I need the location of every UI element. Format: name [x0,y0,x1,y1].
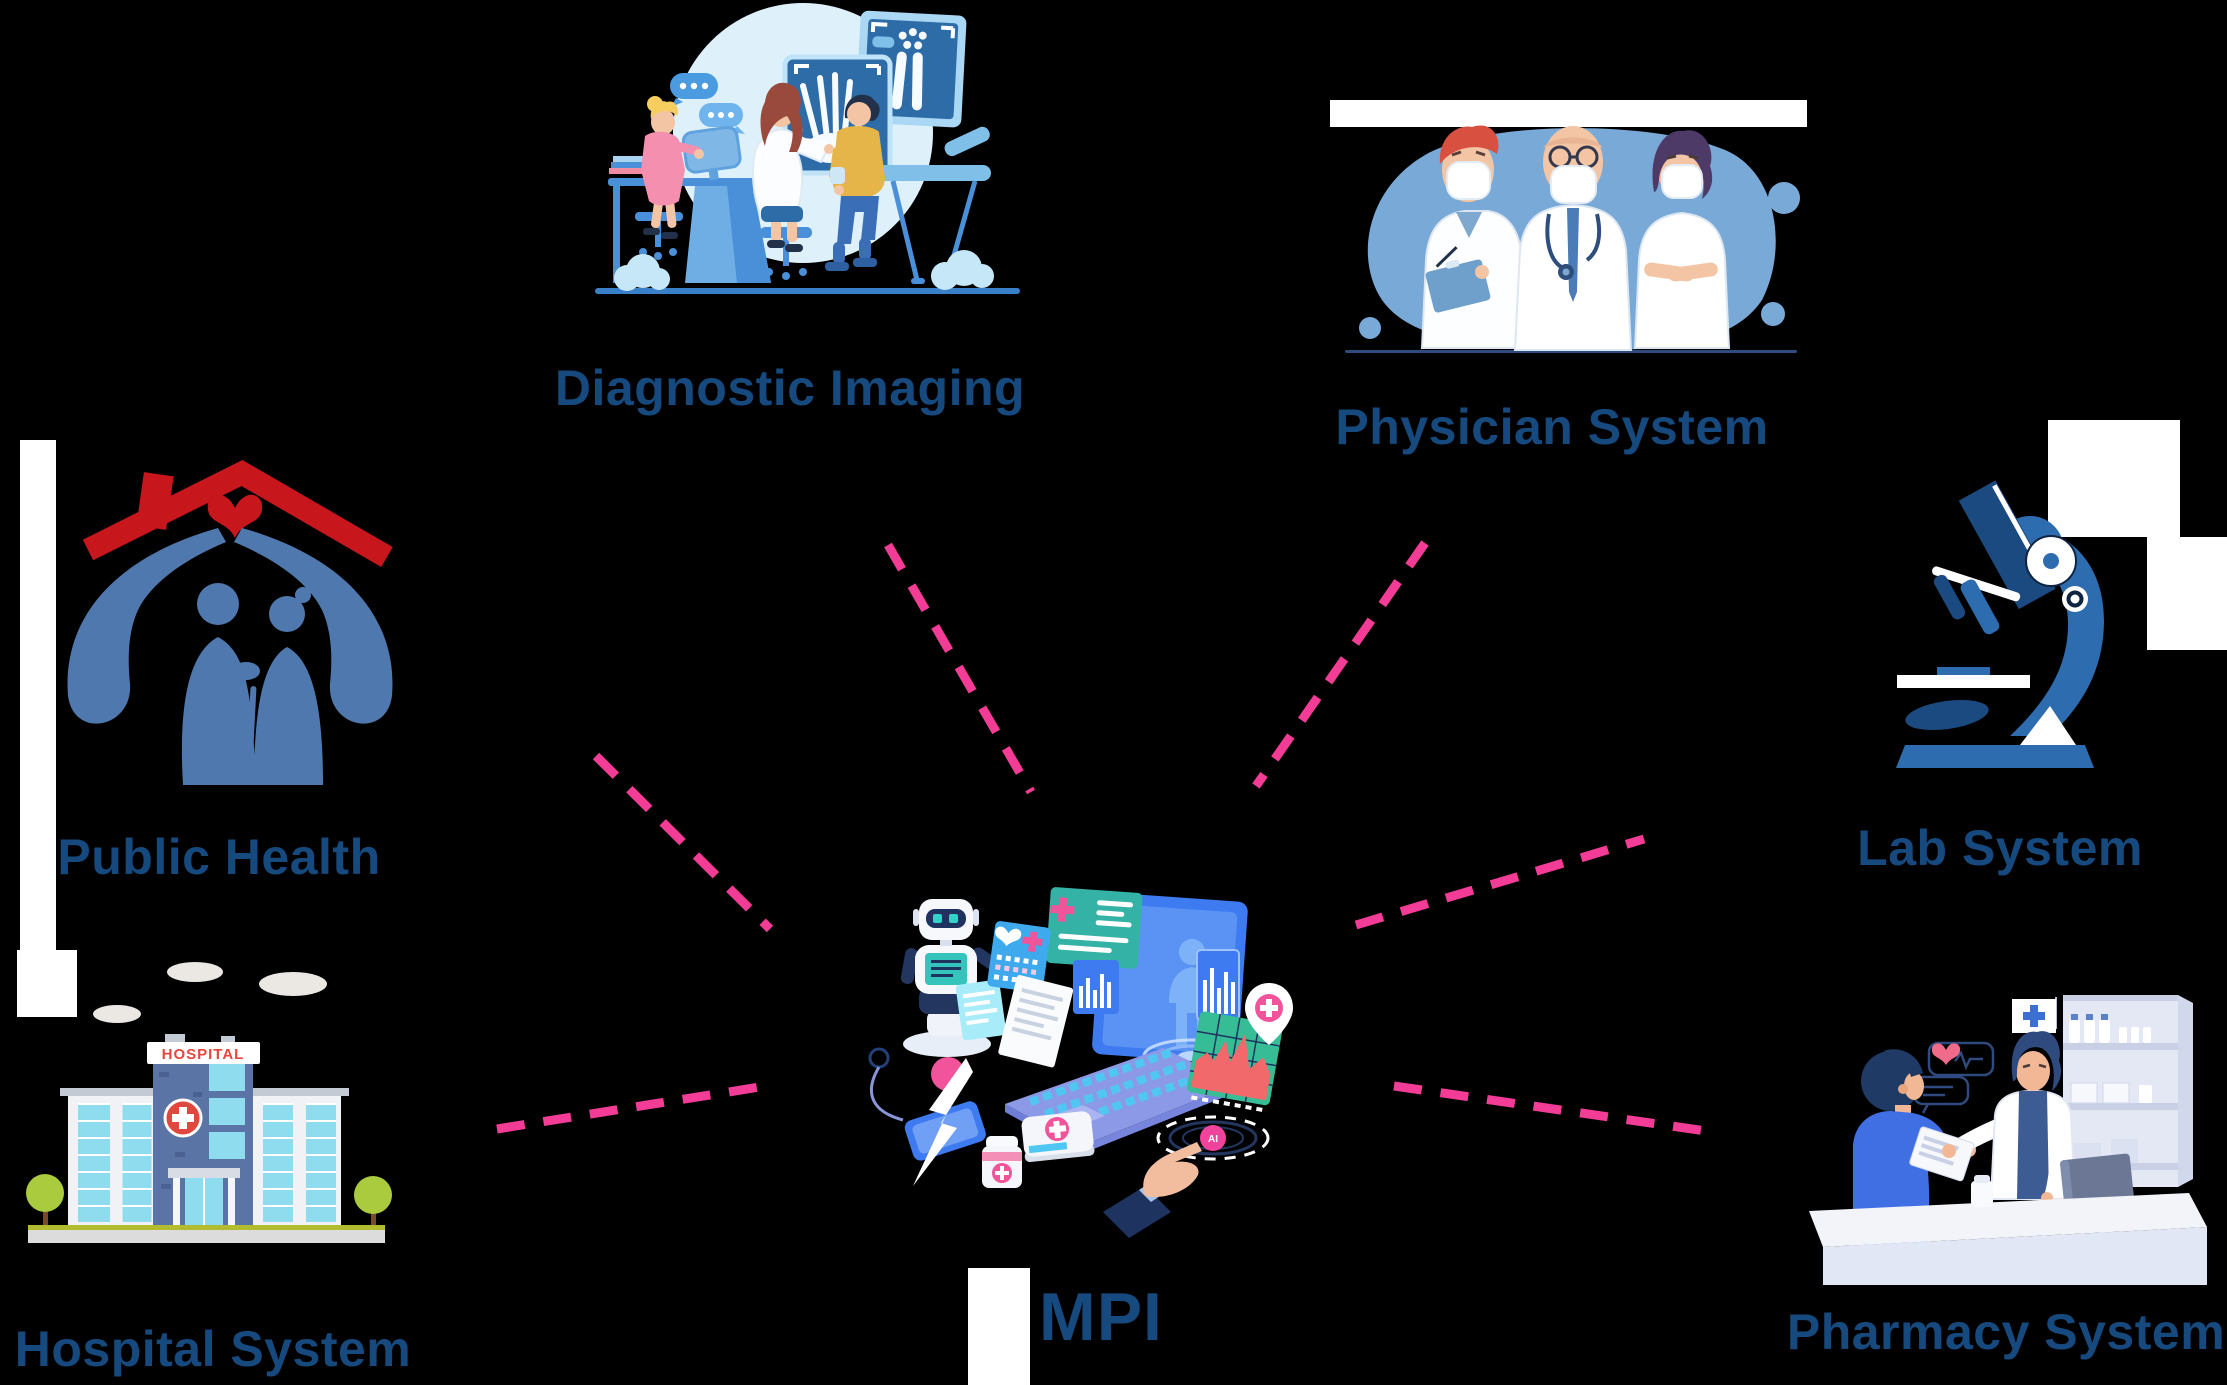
report-sheet [998,975,1074,1068]
connector-physician-system-mpi [1252,540,1429,789]
face-mask [1446,161,1491,200]
purple-hair [1652,130,1713,199]
connector-lab-system-mpi [1354,834,1646,930]
heart-icon [1931,1043,1961,1065]
ground-walk [28,1230,385,1243]
background-artifact [20,440,56,962]
medical-location-pin-icon [1245,983,1293,1045]
first-aid-kit-icon [1021,1111,1095,1163]
prescription-paper [1909,1126,1975,1182]
doctor-red-hair [1420,125,1528,349]
lab-system-illustration [1880,438,2200,788]
lab-system-label: Lab System [1857,820,2143,876]
reception-desk [608,125,771,283]
ai-button: AI [1156,1115,1270,1161]
pharmacist-hair [2011,1031,2062,1091]
pharmacy-counter [1809,1175,2207,1285]
diagnostic-imaging-illustration [575,0,1040,330]
bar-chart-panel [1073,960,1119,1014]
medicine-jar-icon [982,1136,1022,1188]
doctor-hair [760,82,803,152]
bush [614,250,994,291]
desk-monitor [681,125,742,181]
central-tower: HOSPITAL [147,1034,260,1225]
mirror [1905,699,1989,731]
connector-pharmacy-system-mpi [1393,1081,1707,1136]
background-artifact [2147,537,2227,650]
background-artifact [1330,100,1807,127]
ground-grass [28,1225,385,1230]
background-artifact [17,950,77,1017]
ai-button-label: AI [1208,1134,1218,1145]
elderly-couple-icon [181,583,323,785]
entrance-canopy [168,1168,240,1178]
robot-document [955,979,1007,1041]
left-wing [60,1088,159,1225]
ground-line [1345,350,1797,353]
bar-chart-panel [1196,949,1240,1021]
doctor-crossed-arms [1633,130,1731,349]
stage [1897,675,2030,688]
connector-hospital-system-mpi [496,1081,767,1134]
connector-diagnostic-imaging-mpi [884,542,1035,795]
microscope-icon [1896,480,2104,768]
receptionist-figure [635,96,704,260]
roof-icon [82,459,393,567]
doctor-figure [752,82,834,280]
face-mask [1550,165,1597,204]
physician-system-label: Physician System [1335,399,1769,455]
counter-jar [1971,1181,1993,1207]
hospital-system-illustration: HOSPITAL [25,952,410,1252]
connector-public-health-mpi [592,752,774,933]
hospital-sign [147,1042,260,1064]
background-artifact [968,1268,1030,1385]
tree [26,1174,392,1225]
pharmacist-figure [1909,1031,2077,1204]
mpi-label: MPI [1039,1279,1163,1355]
public-health-illustration [50,438,410,838]
pharmacy-cross-icon [2012,997,2057,1033]
lightning-bolt-icon [913,1058,973,1186]
hospital-sign-text: HOSPITAL [162,1046,245,1063]
background-artifact [2048,420,2180,537]
clouds [93,962,327,1023]
red-hair [1439,125,1499,164]
patient-figure [825,94,885,271]
ground-line [595,288,1020,294]
medical-info-panel [1046,887,1143,969]
health-record-card [987,921,1051,993]
face-mask [1661,164,1703,199]
diagnostic-imaging-label: Diagnostic Imaging [554,360,1026,416]
cane [245,686,257,785]
physician-system-illustration [1330,100,1810,375]
mpi-illustration: AI [845,852,1315,1252]
sheltering-hands-icon [67,528,393,724]
base [1896,745,2094,768]
clipboard [1425,246,1491,313]
pharmacy-system-label: Pharmacy System [1786,1304,2226,1360]
vitals-chart-panel [1187,1011,1283,1113]
right-wing [249,1088,349,1225]
pharmacy-system-illustration [1795,985,2227,1290]
pointing-hand [1103,1142,1202,1238]
doctor-stethoscope [1513,126,1633,351]
public-health-label: Public Health [57,829,381,885]
medicine-bottles [2069,1014,2151,1043]
cable-ring [868,1047,890,1069]
hospital-system-label: Hospital System [14,1321,412,1377]
heart-icon [207,494,263,538]
